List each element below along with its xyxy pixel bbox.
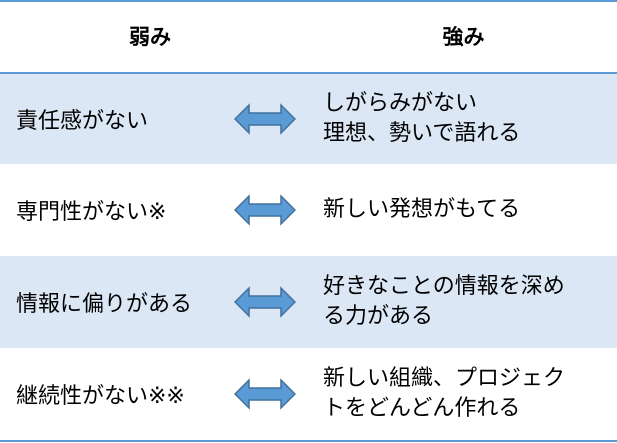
- strength-line: 新しい組織、プロジェク: [323, 366, 566, 391]
- weakness-cell: 情報に偏りがある: [16, 292, 193, 317]
- weakness-cell: 責任感がない: [16, 109, 149, 134]
- header-divider: [0, 72, 617, 74]
- double-headed-arrow-icon: [234, 378, 296, 410]
- bottom-border: [0, 440, 617, 442]
- strength-line: 新しい発想がもてる: [323, 197, 521, 222]
- strength-header: 強み: [442, 25, 485, 49]
- double-headed-arrow-icon: [234, 103, 296, 135]
- table-row: 責任感がない しがらみがない 理想、勢いで語れる: [0, 74, 617, 164]
- strength-cell: 新しい発想がもてる: [323, 164, 613, 256]
- table-row: 情報に偏りがある 好きなことの情報を深め る力がある: [0, 256, 617, 348]
- double-headed-arrow-icon: [234, 194, 296, 226]
- strength-cell: 新しい組織、プロジェク トをどんどん作れる: [323, 348, 613, 440]
- weakness-cell: 専門性がない※: [16, 200, 167, 225]
- header-row: 弱み 強み: [0, 0, 617, 72]
- double-headed-arrow-icon: [234, 286, 296, 318]
- top-border: [0, 0, 617, 2]
- strength-cell: しがらみがない 理想、勢いで語れる: [323, 74, 613, 164]
- table-row: 継続性がない※※ 新しい組織、プロジェク トをどんどん作れる: [0, 348, 617, 440]
- strength-line: 好きなことの情報を深め: [323, 274, 565, 299]
- strength-line: る力がある: [323, 304, 434, 329]
- strength-line: しがらみがない: [323, 91, 478, 116]
- strength-line: 理想、勢いで語れる: [323, 121, 521, 146]
- strength-cell: 好きなことの情報を深め る力がある: [323, 256, 613, 348]
- table-row: 専門性がない※ 新しい発想がもてる: [0, 164, 617, 256]
- weakness-cell: 継続性がない※※: [16, 384, 185, 409]
- weakness-header: 弱み: [129, 25, 171, 49]
- strength-line: トをどんどん作れる: [323, 396, 521, 421]
